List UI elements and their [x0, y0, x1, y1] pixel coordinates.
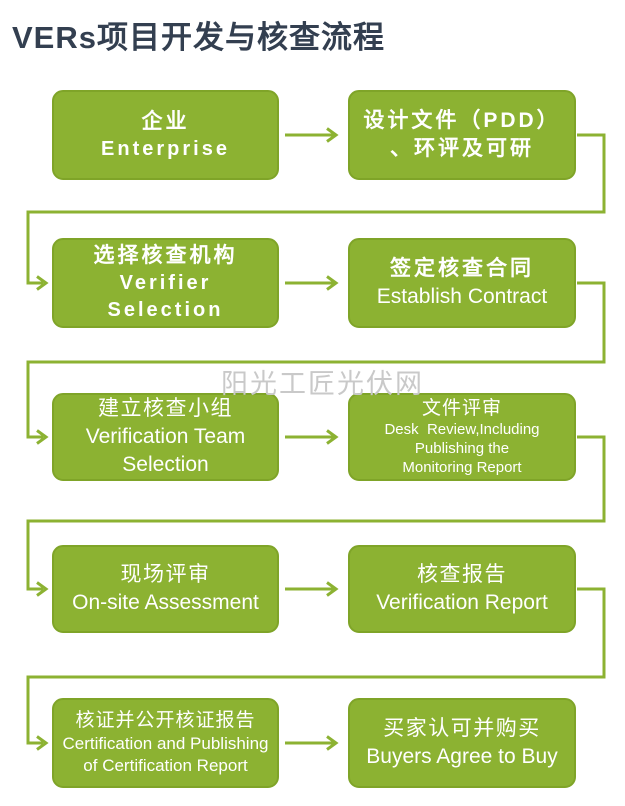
flow-box-design-documents: 设计文件（PDD） 、环评及可研: [348, 90, 576, 180]
box-line: 文件评审: [421, 397, 502, 419]
flow-box-certification-publishing: 核证并公开核证报告 Certification and Publishing o…: [52, 698, 279, 788]
box-line: 建立核查小组: [98, 397, 233, 421]
connector-row3-to-row4: [26, 435, 606, 597]
flow-box-enterprise: 企业 Enterprise: [52, 90, 279, 180]
right-arrow-row1: [285, 127, 339, 143]
flow-box-buyers-agree: 买家认可并购买 Buyers Agree to Buy: [348, 698, 576, 788]
box-line: 核证并公开核证报告: [75, 710, 256, 732]
flow-box-verification-report: 核查报告 Verification Report: [348, 545, 576, 633]
connector-row2-to-row3: [26, 281, 606, 445]
box-line: Desk Review,Including: [384, 421, 540, 439]
box-line: of Certification Report: [83, 755, 248, 775]
box-line: 选择核查机构: [93, 244, 238, 268]
box-line: Selection: [122, 452, 209, 476]
box-line: 企业: [141, 109, 190, 133]
box-line: 现场评审: [120, 563, 211, 587]
box-line: Enterprise: [101, 137, 230, 160]
box-line: Publishing the: [414, 440, 510, 458]
box-line: Verification Team: [85, 425, 246, 449]
box-line: 签定核查合同: [390, 257, 534, 281]
box-line: 买家认可并购买: [383, 717, 541, 741]
box-line: Establish Contract: [376, 285, 548, 308]
box-line: 、环评及可研: [390, 137, 534, 160]
right-arrow-row4: [285, 581, 339, 597]
flow-box-establish-contract: 签定核查合同 Establish Contract: [348, 238, 576, 328]
box-line: Verification Report: [376, 591, 548, 614]
flow-box-verifier-selection: 选择核查机构 Verifier Selection: [52, 238, 279, 328]
box-line: Verifier Selection: [107, 272, 224, 321]
connector-row4-to-row5: [26, 587, 606, 751]
right-arrow-row5: [285, 735, 339, 751]
flow-box-desk-review: 文件评审 Desk Review,Including Publishing th…: [348, 393, 576, 481]
page-title: VERs项目开发与核查流程: [12, 20, 385, 55]
right-arrow-row3: [285, 429, 339, 445]
box-line: 设计文件（PDD）: [363, 109, 561, 133]
box-line: Monitoring Report: [402, 459, 522, 477]
box-line: 核查报告: [417, 563, 507, 587]
connector-row1-to-row2: [26, 133, 606, 291]
watermark-text: 阳光工匠光伏网: [221, 369, 424, 399]
flow-box-onsite-assessment: 现场评审 On-site Assessment: [52, 545, 279, 633]
flow-box-verification-team-selection: 建立核查小组 Verification Team Selection: [52, 393, 279, 481]
box-line: On-site Assessment: [72, 591, 259, 614]
box-line: Certification and Publishing: [62, 733, 269, 753]
right-arrow-row2: [285, 275, 339, 291]
box-line: Buyers Agree to Buy: [366, 745, 558, 768]
